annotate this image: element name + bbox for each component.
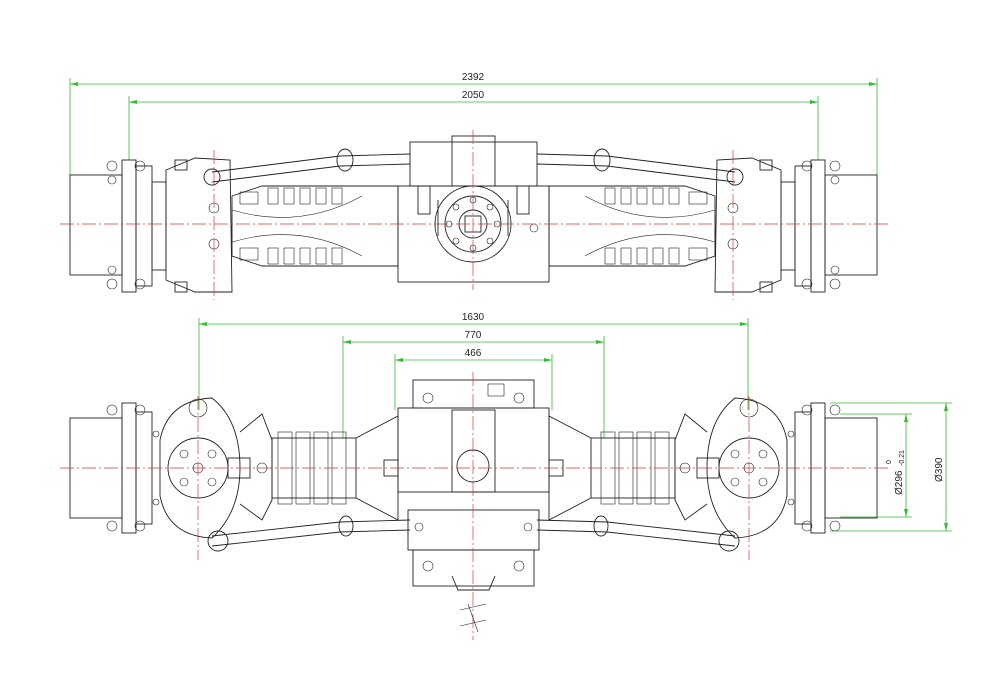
dimension-flange-span: 2050 xyxy=(128,90,819,160)
dimension-outer-diameter: Ø390 xyxy=(830,402,952,532)
dimension-frame-span: 466 xyxy=(394,348,553,410)
top-view: 2392 2050 xyxy=(60,72,890,300)
input-shaft-break-symbol xyxy=(459,592,487,640)
spring-seat-span-label: 770 xyxy=(465,330,482,341)
kingpin-span-label: 1630 xyxy=(462,312,485,323)
front-view: 1630 770 466 Ø296 0 xyxy=(60,312,952,640)
dimension-spring-seat-span: 770 xyxy=(342,330,605,438)
dimension-overall-width: 2392 xyxy=(69,72,878,175)
differential-housing-top xyxy=(397,135,550,283)
right-axle-tube xyxy=(548,185,716,267)
right-hub xyxy=(714,157,878,293)
left-axle-tube xyxy=(231,185,399,267)
flange-span-label: 2050 xyxy=(462,90,485,101)
flange-diameter-label: Ø296 xyxy=(894,470,905,495)
tie-rod-front xyxy=(207,515,740,552)
left-hub xyxy=(69,157,233,293)
outer-diameter-label: Ø390 xyxy=(934,457,945,482)
flange-tolerance-lower: -0.21 xyxy=(899,450,906,466)
tie-rod-top xyxy=(203,148,744,186)
frame-span-label: 466 xyxy=(465,348,482,359)
differential-housing-front xyxy=(397,379,550,591)
overall-width-label: 2392 xyxy=(462,72,485,83)
dimension-kingpin-span: 1630 xyxy=(198,312,749,410)
flange-tolerance-upper: 0 xyxy=(886,460,893,464)
dimension-flange-diameter: Ø296 0 -0.21 xyxy=(840,413,912,518)
